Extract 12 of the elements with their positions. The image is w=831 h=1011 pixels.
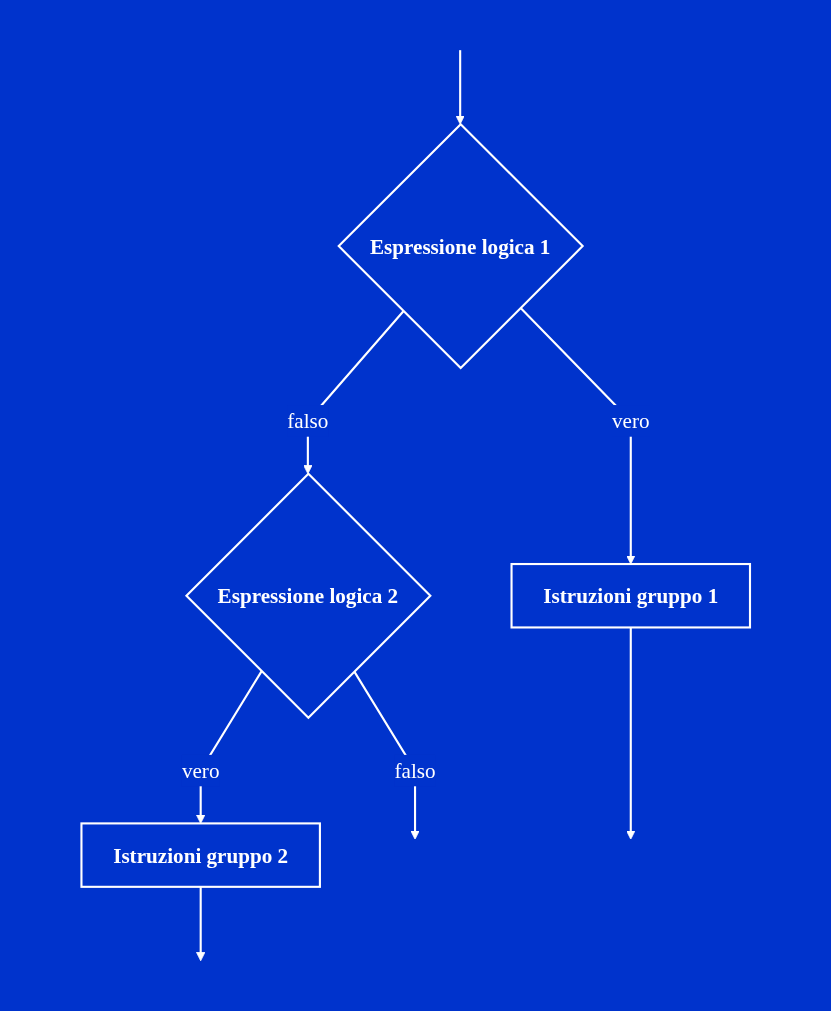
arrow	[455, 50, 465, 125]
node-box: Istruzioni gruppo 1	[510, 562, 751, 629]
edge-label: vero	[181, 758, 220, 783]
edge-label: falso	[394, 758, 436, 783]
node-box: Istruzioni gruppo 2	[80, 822, 321, 888]
arrow	[195, 886, 206, 962]
node-diamond: Espressione logica 1	[337, 122, 584, 370]
edge-label: vero	[611, 409, 650, 433]
edge-label: falso	[287, 409, 329, 433]
arrow	[625, 627, 636, 840]
arrow	[519, 307, 636, 565]
node-diamond: Espressione logica 2	[184, 472, 432, 720]
